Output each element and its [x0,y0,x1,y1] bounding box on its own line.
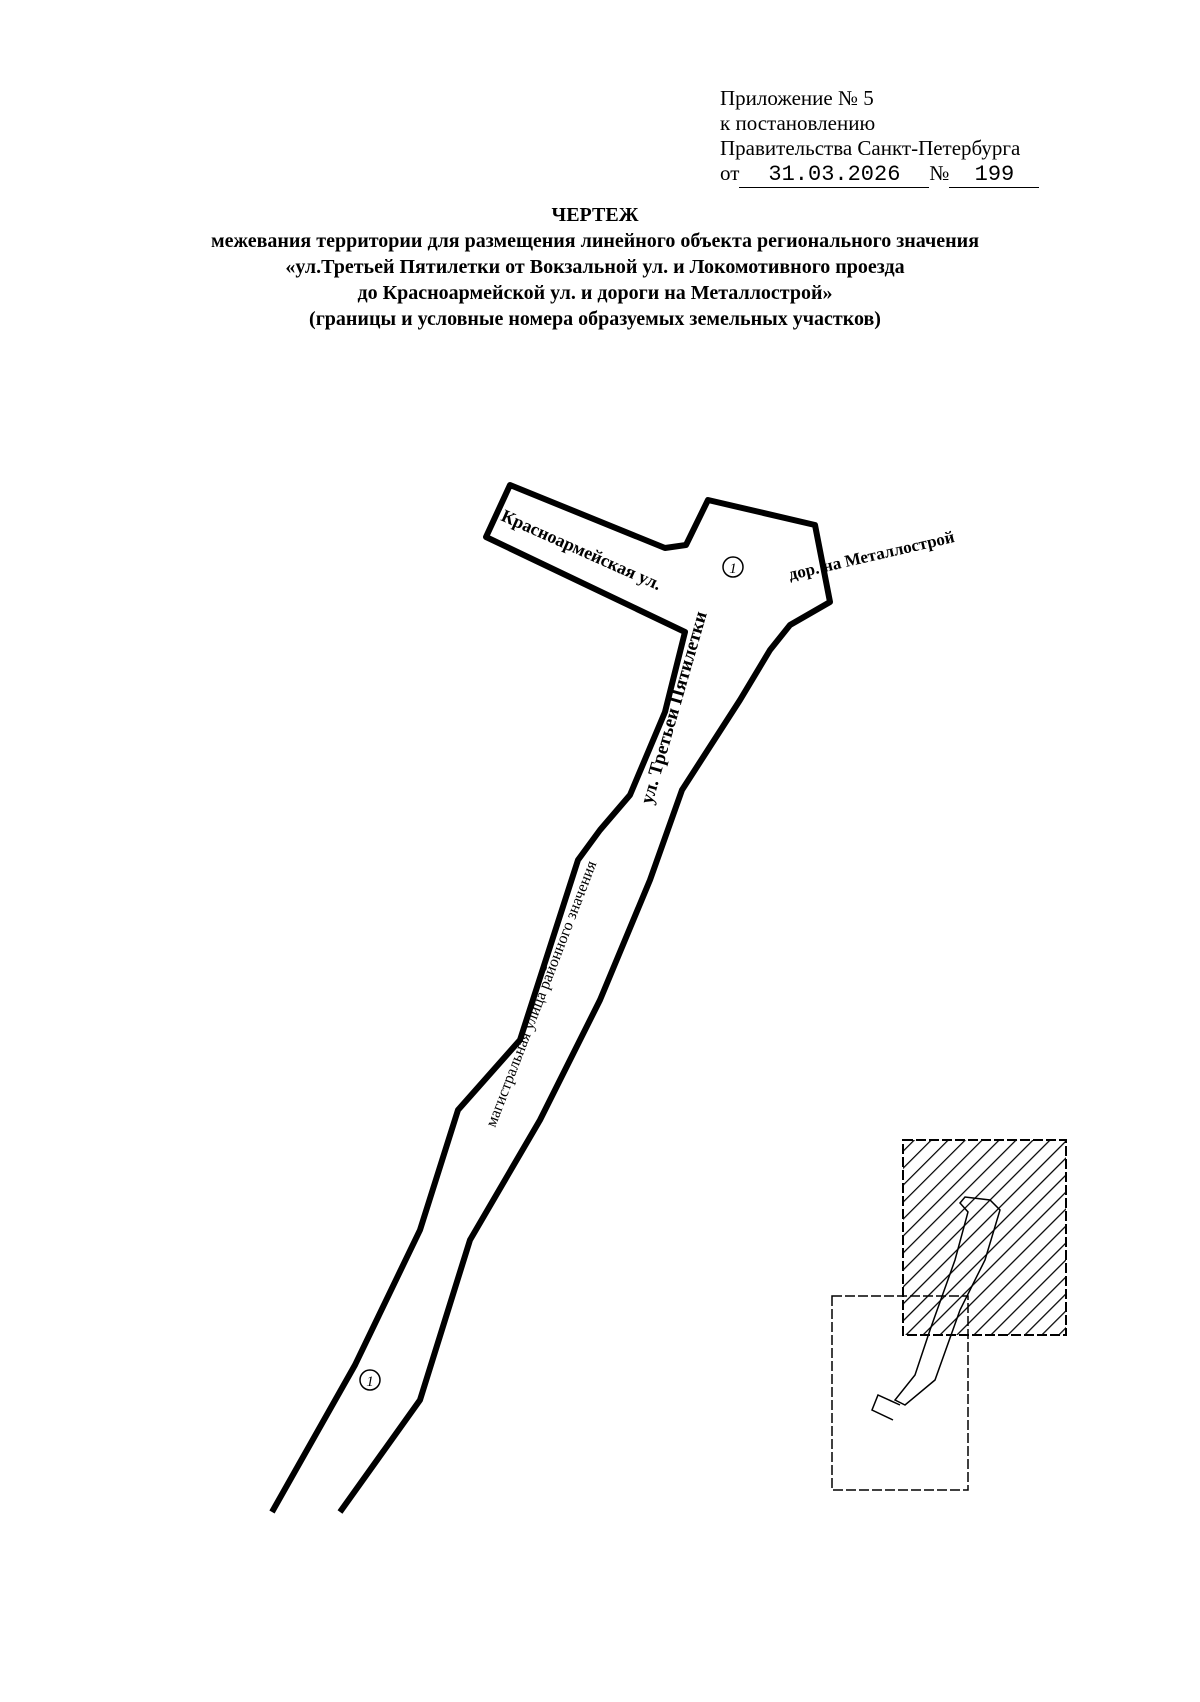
title-line-3: до Красноармейской ул. и дороги на Метал… [357,282,833,304]
resolution-number: 199 [949,162,1040,188]
resolution-date: 31.03.2026 [739,162,930,188]
inset-sheet [831,1295,969,1491]
title-line-4: (границы и условные номера образуемых зе… [309,308,881,330]
title-line-1: межевания территории для размещения лине… [210,230,980,252]
appendix-line: Приложение № 5 [720,86,874,110]
label-metallostroy: дор. на Металлострой [787,527,957,584]
inset-hatched-sheet [902,1139,1067,1336]
parcel-number-marker: 1 [359,1369,381,1391]
government-line: Правительства Санкт-Петербурга [720,136,1021,160]
title-line-2: «ул.Третьей Пятилетки от Вокзальной ул. … [285,256,905,278]
parcel-number-marker: 1 [722,556,744,578]
date-prefix: от [720,161,740,185]
label-tretey-pyatiletki: ул. Третьей Пятилетки [637,609,712,806]
parcel-number: 1 [729,561,737,577]
appendix-block: Приложение № 5 к постановлению Правитель… [720,86,1040,188]
document-title: ЧЕРТЕЖ межевания территории для размещен… [0,202,1200,332]
title-heading: ЧЕРТЕЖ [551,204,639,226]
number-prefix: № [929,161,950,185]
to-resolution: к постановлению [720,111,876,135]
parcel-number: 1 [366,1374,374,1390]
parcel-boundary [269,482,833,1514]
overview-inset [831,1139,1067,1491]
label-road-class: магистральная улица районного значения [483,858,601,1129]
inset-parcel-outline [871,1196,1001,1421]
